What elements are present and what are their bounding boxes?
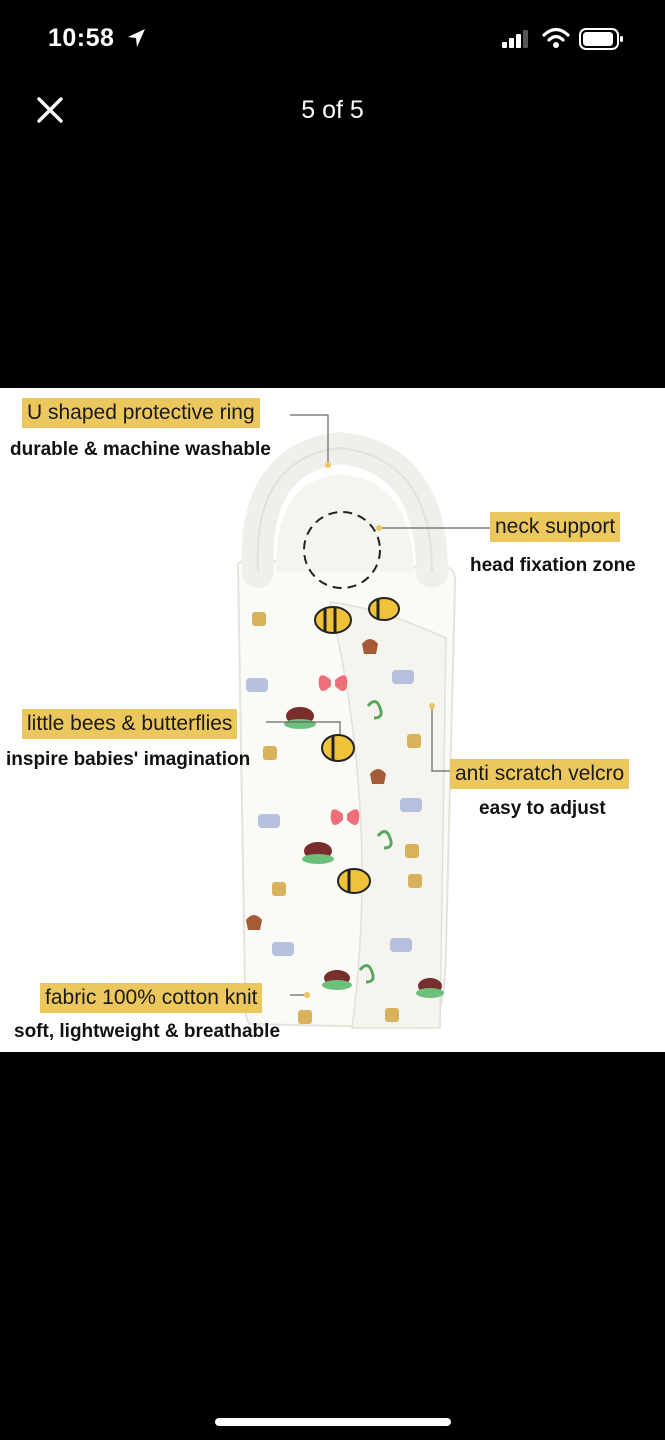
cellular-signal-icon [502,30,528,48]
swaddle-illustration [236,414,490,1030]
status-bar: 10:58 [0,0,665,80]
callout-sub-neck: head fixation zone [470,555,636,576]
callout-tag-ring: U shaped protective ring [22,398,260,429]
wifi-icon [542,27,570,48]
callout-tag-neck: neck support [490,512,621,543]
close-icon [37,97,63,123]
location-arrow-icon [128,29,145,47]
callout-sub-ring: durable & machine washable [10,439,271,460]
home-indicator[interactable] [215,1418,451,1426]
callout-tag-velcro: anti scratch velcro [450,759,630,790]
close-button[interactable] [28,88,72,132]
callout-sub-fabric: soft, lightweight & breathable [14,1021,281,1042]
callout-sub-velcro: easy to adjust [479,798,606,819]
status-time: 10:58 [48,24,115,52]
callout-tag-bees: little bees & butterflies [22,709,238,740]
callout-tag-fabric: fabric 100% cotton knit [40,983,263,1014]
product-image[interactable]: U shaped protective ring durable & machi… [0,388,665,1052]
callout-sub-bees: inspire babies' imagination [6,749,251,770]
page-counter: 5 of 5 [301,96,364,124]
battery-icon [579,28,623,50]
